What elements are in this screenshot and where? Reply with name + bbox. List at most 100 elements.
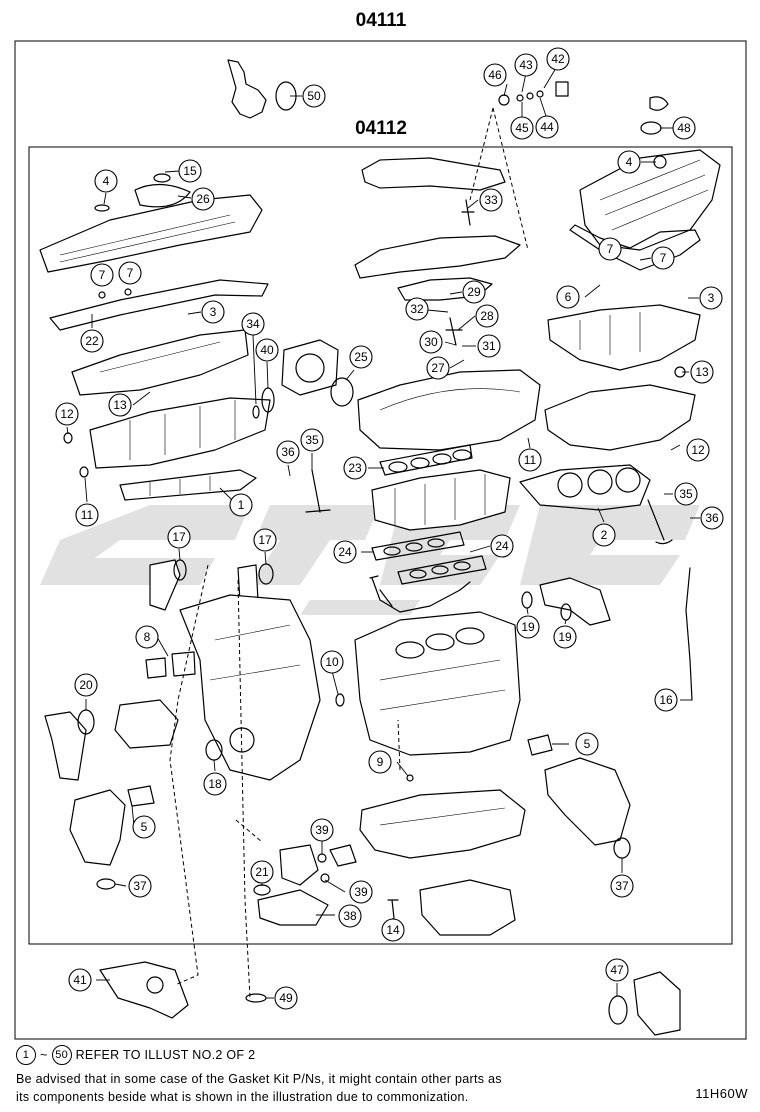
callout-43[interactable]: 43 (514, 53, 538, 77)
svg-text:50: 50 (307, 89, 321, 103)
svg-text:46: 46 (488, 68, 502, 82)
callout-11-right[interactable]: 11 (518, 448, 542, 472)
callout-42[interactable]: 42 (546, 47, 570, 71)
callout-10[interactable]: 10 (320, 650, 344, 674)
callout-7-b[interactable]: 7 (118, 261, 142, 285)
callout-45[interactable]: 45 (510, 116, 534, 140)
svg-text:7: 7 (127, 266, 134, 280)
callout-7-a[interactable]: 7 (90, 263, 114, 287)
callout-27[interactable]: 27 (426, 356, 450, 380)
callout-25[interactable]: 25 (349, 345, 373, 369)
callout-7-c[interactable]: 7 (598, 237, 622, 261)
callout-29[interactable]: 29 (462, 280, 486, 304)
callout-1[interactable]: 1 (229, 493, 253, 517)
svg-text:23: 23 (348, 461, 362, 475)
callout-23[interactable]: 23 (343, 456, 367, 480)
kit-04112-frame (28, 146, 733, 945)
svg-text:10: 10 (325, 655, 339, 669)
callout-5-right[interactable]: 5 (575, 732, 599, 756)
callout-49[interactable]: 49 (274, 986, 298, 1010)
callout-37-left[interactable]: 37 (128, 874, 152, 898)
callout-4-right[interactable]: 4 (617, 150, 641, 174)
callout-39-a[interactable]: 39 (310, 818, 334, 842)
svg-text:25: 25 (354, 350, 368, 364)
svg-text:13: 13 (113, 398, 127, 412)
callout-17-right[interactable]: 17 (253, 528, 277, 552)
callout-19-right[interactable]: 19 (553, 625, 577, 649)
svg-text:49: 49 (279, 991, 293, 1005)
svg-text:47: 47 (610, 963, 624, 977)
callout-22[interactable]: 22 (80, 329, 104, 353)
callout-3-right[interactable]: 3 (699, 286, 723, 310)
callout-34[interactable]: 34 (241, 312, 265, 336)
callout-12-left[interactable]: 12 (55, 402, 79, 426)
callout-21[interactable]: 21 (250, 860, 274, 884)
callout-9[interactable]: 9 (368, 750, 392, 774)
svg-text:6: 6 (565, 290, 572, 304)
callout-19-left[interactable]: 19 (516, 615, 540, 639)
legend-end-number: 50 (51, 1045, 72, 1065)
callout-12-right[interactable]: 12 (686, 438, 710, 462)
legend-start-number: 1 (16, 1045, 36, 1065)
callout-37-right[interactable]: 37 (610, 874, 634, 898)
callout-46[interactable]: 46 (483, 63, 507, 87)
callout-35-left[interactable]: 35 (300, 428, 324, 452)
callout-4-left[interactable]: 4 (94, 169, 118, 193)
callout-8[interactable]: 8 (135, 625, 159, 649)
kit-04111-frame (14, 40, 747, 1040)
callout-47[interactable]: 47 (605, 958, 629, 982)
callout-48[interactable]: 48 (672, 116, 696, 140)
callout-15[interactable]: 15 (178, 159, 202, 183)
legend-tilde: ~ (40, 1048, 48, 1062)
callout-41[interactable]: 41 (68, 968, 92, 992)
callout-31[interactable]: 31 (477, 334, 501, 358)
callout-16[interactable]: 16 (654, 688, 678, 712)
callout-17-left[interactable]: 17 (167, 525, 191, 549)
svg-text:16: 16 (659, 693, 673, 707)
svg-text:22: 22 (85, 334, 99, 348)
svg-text:17: 17 (172, 530, 186, 544)
callout-14[interactable]: 14 (381, 918, 405, 942)
svg-text:45: 45 (515, 121, 529, 135)
svg-text:19: 19 (558, 630, 572, 644)
svg-text:39: 39 (354, 885, 368, 899)
callout-13-right[interactable]: 13 (690, 360, 714, 384)
callout-33[interactable]: 33 (479, 188, 503, 212)
svg-text:13: 13 (695, 365, 709, 379)
callout-36-right[interactable]: 36 (700, 506, 724, 530)
part-drawings (39, 59, 721, 1036)
svg-text:48: 48 (677, 121, 691, 135)
callout-35-right[interactable]: 35 (674, 482, 698, 506)
callout-50[interactable]: 50 (302, 84, 326, 108)
svg-text:9: 9 (377, 755, 384, 769)
callout-38[interactable]: 38 (338, 904, 362, 928)
callout-6[interactable]: 6 (556, 285, 580, 309)
callout-24-left[interactable]: 24 (333, 540, 357, 564)
callout-7-d[interactable]: 7 (651, 246, 675, 270)
callout-40[interactable]: 40 (255, 338, 279, 362)
figure-code: 11H60W (695, 1086, 748, 1101)
callout-44[interactable]: 44 (535, 115, 559, 139)
callout-2[interactable]: 2 (592, 523, 616, 547)
svg-text:17: 17 (258, 533, 272, 547)
svg-text:14: 14 (386, 923, 400, 937)
callout-36-left[interactable]: 36 (276, 440, 300, 464)
svg-text:37: 37 (133, 879, 147, 893)
svg-text:42: 42 (551, 52, 565, 66)
callout-11-left[interactable]: 11 (75, 503, 99, 527)
callout-32[interactable]: 32 (405, 297, 429, 321)
callout-30[interactable]: 30 (419, 330, 443, 354)
callout-28[interactable]: 28 (475, 304, 499, 328)
svg-text:7: 7 (99, 268, 106, 282)
callout-20[interactable]: 20 (74, 673, 98, 697)
svg-text:31: 31 (482, 339, 496, 353)
callout-39-b[interactable]: 39 (349, 880, 373, 904)
callout-13-left[interactable]: 13 (108, 393, 132, 417)
callout-26[interactable]: 26 (191, 187, 215, 211)
callout-24-right[interactable]: 24 (490, 534, 514, 558)
callout-3-left[interactable]: 3 (201, 300, 225, 324)
callout-18[interactable]: 18 (203, 772, 227, 796)
svg-text:5: 5 (141, 820, 148, 834)
callout-5-left[interactable]: 5 (132, 815, 156, 839)
